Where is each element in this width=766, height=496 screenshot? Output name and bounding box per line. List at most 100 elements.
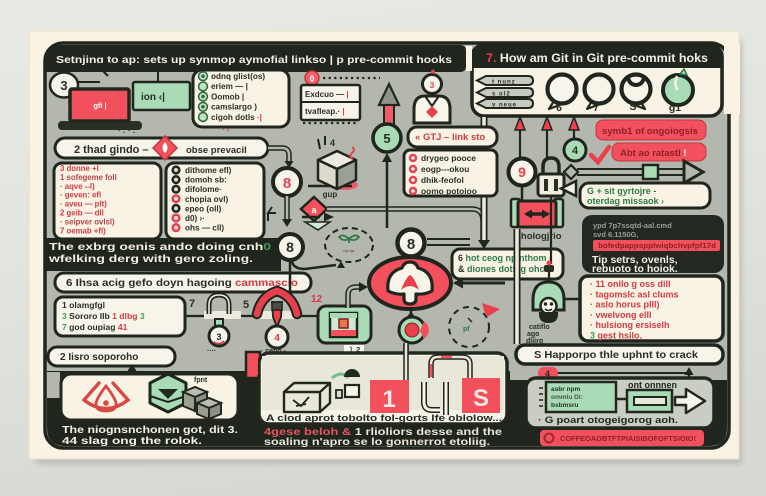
svg-text:difolome·: difolome· <box>185 185 222 194</box>
svg-text:3: 3 <box>60 78 67 93</box>
svg-text:S Happorpo thle uphnt to crac: S Happorpo thle uphnt to crack <box>534 349 698 361</box>
svg-text:1 olamgfgl: 1 olamgfgl <box>62 300 105 310</box>
svg-text:oterdag missaok ›: oterdag missaok › <box>587 196 664 206</box>
svg-text:cigoh dotls ·|: cigoh dotls ·| <box>211 113 262 122</box>
svg-text:& diones doting ohcil: & diones doting ohcil <box>458 264 550 274</box>
svg-text:dhik-feofol: dhik-feofol <box>421 175 464 185</box>
svg-text:pf: pf <box>463 326 470 333</box>
svg-text:7. How am Git in Git pre-comm: 7. How am Git in Git pre-commit hoks <box>486 51 708 65</box>
svg-text:5: 5 <box>243 299 249 311</box>
svg-text:oomo potoioo: oomo potoioo <box>421 186 477 196</box>
svg-text:44 slag ong the rolok.: 44 slag ong the rolok. <box>62 436 202 447</box>
svg-text:wfelking derg with gero zoling: wfelking derg with gero zoling. <box>48 253 253 265</box>
svg-text:camslargo ): camslargo ) <box>211 103 257 112</box>
svg-text:· G poart otogeigorog aoh.: · G poart otogeigorog aoh. <box>538 415 678 426</box>
svg-text:7: 7 <box>189 298 195 310</box>
svg-text:· : · :: · : · : <box>118 126 135 135</box>
svg-text:bsbmsru: bsbmsru <box>551 402 578 409</box>
svg-text:3 Sororo IIb 1 dlbg 3: 3 Sororo IIb 1 dlbg 3 <box>62 311 145 321</box>
svg-text:· aveu — plt): · aveu — plt) <box>60 200 107 209</box>
svg-text:4: 4 <box>545 369 550 379</box>
svg-text:2 Iisro soporoho: 2 Iisro soporoho <box>60 352 138 363</box>
svg-text:Setnjing to ap: sets up synmop: Setnjing to ap: sets up synmop aymofial … <box>56 54 452 66</box>
svg-text:6 hot ceog npinthom -: 6 hot ceog npinthom - <box>458 253 552 263</box>
svg-text:8: 8 <box>286 239 294 255</box>
svg-text:· vwelvong elll: · vwelvong elll <box>590 310 652 320</box>
svg-text:rebuoto to hoiok.: rebuoto to hoiok. <box>592 263 678 275</box>
svg-text:tvafleap.· |: tvafleap.· | <box>305 107 345 116</box>
svg-text:7 god oupiag 41: 7 god oupiag 41 <box>62 322 128 332</box>
svg-text:· aqve --l): · aqve --l) <box>60 182 95 191</box>
svg-text:6: 6 <box>556 102 562 114</box>
svg-text:1: 1 <box>382 386 395 413</box>
svg-text:Oomob |: Oomob | <box>211 92 244 101</box>
svg-text:A clod aprot tobolto fol-gorts: A clod aprot tobolto fol-gorts lfe oblol… <box>266 413 502 424</box>
svg-text:5: 5 <box>383 131 390 146</box>
svg-text:3 gest hsilo.: 3 gest hsilo. <box>590 331 642 341</box>
svg-text:·· ·: ·· · <box>186 53 196 62</box>
svg-text:v neue: v neue <box>492 103 517 109</box>
svg-text:dithome efl): dithome efl) <box>185 166 232 175</box>
svg-text:svd 6.1150G,: svd 6.1150G, <box>593 230 638 239</box>
svg-text:domoh sb:: domoh sb: <box>185 176 227 185</box>
svg-text:Exdcuo — |: Exdcuo — | <box>305 90 349 99</box>
svg-text:12: 12 <box>311 294 323 305</box>
svg-text:ommlu Di:: ommlu Di: <box>551 394 583 401</box>
svg-text:·‹··›·: ·‹··›· <box>343 249 355 255</box>
svg-text:gfi |: gfi | <box>93 101 106 110</box>
svg-text:soaling n'apro se lo gonnerrot: soaling n'apro se lo gonnerrot etoliig. <box>264 437 490 448</box>
svg-text:G + sit gyrtojre -: G + sit gyrtojre - <box>587 186 656 196</box>
svg-text:t nunz: t nunz <box>492 80 516 86</box>
svg-text:6 Ihsa acig gefo doyn hagoing: 6 Ihsa acig gefo doyn hagoing cammascio <box>66 278 298 289</box>
svg-text:2 geib — dll: 2 geib — dll <box>60 209 104 218</box>
svg-text:COFFEOAOBTFTPIAISIBOFOFTSIOIO!: COFFEOAOBTFTPIAISIBOFOFTSIOIO! <box>560 436 696 443</box>
svg-text:Tip setrs, ovenls,: Tip setrs, ovenls, <box>592 254 678 266</box>
svg-text:ypd 7p7ssqtd-aal.cmd: ypd 7p7ssqtd-aal.cmd <box>593 221 672 230</box>
svg-text:· tagomslc asl clums: · tagomslc asl clums <box>590 289 679 299</box>
svg-text:obse prevacil: obse prevacil <box>186 145 247 156</box>
svg-text:9: 9 <box>518 164 526 180</box>
svg-text:ion ‹|: ion ‹| <box>141 92 165 103</box>
svg-text:2 thad gindo –: 2 thad gindo – <box>74 144 149 156</box>
svg-text:4gese beloh & 1 rlioliors dess: 4gese beloh & 1 rlioliors desse and the <box>264 427 503 438</box>
svg-text:4: 4 <box>572 145 579 157</box>
svg-text:g1: g1 <box>669 102 681 114</box>
svg-text:s ol2: s ol2 <box>492 92 511 98</box>
svg-text:Abt ao ratastl !: Abt ao ratastl ! <box>620 148 687 159</box>
svg-text:ohs — cll): ohs — cll) <box>185 224 224 233</box>
svg-text:ago: ago <box>527 331 539 338</box>
svg-text:« GTJ – link sto: « GTJ – link sto <box>415 132 485 143</box>
svg-text:asbr npm: asbr npm <box>551 386 580 393</box>
svg-text:3 donne +l: 3 donne +l <box>60 164 99 173</box>
svg-text:bofedpappspplwiqbchvpfpf17d: bofedpappspplwiqbchvpfpf17d <box>598 243 716 250</box>
svg-text:7: 7 <box>593 102 599 114</box>
svg-text:fpnt: fpnt <box>194 377 208 384</box>
svg-text:····: ···· <box>207 348 216 355</box>
svg-text:S: S <box>629 101 636 113</box>
svg-text:symb1 of ongoiogsis: symb1 of ongoiogsis <box>602 126 698 137</box>
svg-text:4: 4 <box>274 333 280 344</box>
svg-text:epeo (oll): epeo (oll) <box>185 204 222 213</box>
svg-text:· aslo horus plll): · aslo horus plll) <box>590 300 660 310</box>
svg-text:· hulsiong ersiselh: · hulsiong ersiselh <box>590 320 670 330</box>
svg-text:· seipver ovlsl): · seipver ovlsl) <box>60 217 115 226</box>
svg-text:3: 3 <box>430 81 435 90</box>
svg-text:S: S <box>473 385 489 412</box>
svg-text:· geven: efl: · geven: efl <box>60 191 101 200</box>
svg-text:eogp---okou: eogp---okou <box>421 164 469 174</box>
svg-text:8: 8 <box>407 236 415 253</box>
svg-text:8: 8 <box>283 175 291 192</box>
svg-text:gup: gup <box>323 190 338 199</box>
svg-text:4: 4 <box>330 138 335 148</box>
svg-text:catiflo: catiflo <box>529 324 550 331</box>
svg-text:dliirg: dliirg <box>526 338 543 345</box>
svg-text:❳ 2: ❳ 2 <box>348 345 361 355</box>
svg-text:· 11 onilo g oss dill: · 11 onilo g oss dill <box>590 279 671 289</box>
svg-text:drygeo pooce: drygeo pooce <box>421 153 476 163</box>
svg-text:7 hologjrio: 7 hologjrio <box>513 231 562 242</box>
svg-text:chopia ovl): chopia ovl) <box>185 195 228 204</box>
svg-text:odnq glist(os): odnq glist(os) <box>211 72 265 81</box>
svg-text:The niognsnchonen got, dit 3.: The niognsnchonen got, dit 3. <box>62 425 238 436</box>
svg-text:3: 3 <box>216 332 221 342</box>
